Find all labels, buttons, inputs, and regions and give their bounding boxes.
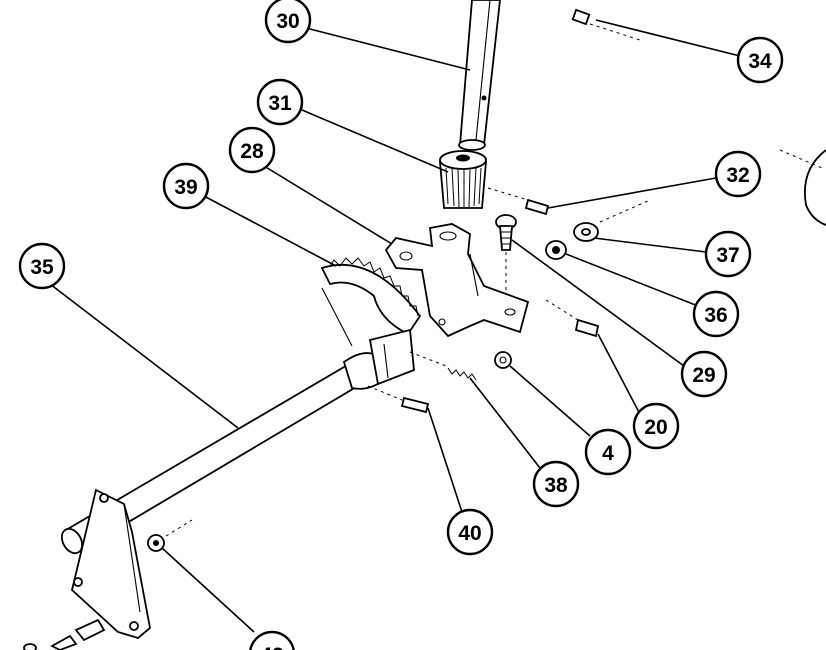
part-20-fitting: [545, 299, 600, 338]
mounting-plate: [71, 488, 151, 640]
svg-text:42: 42: [260, 644, 283, 650]
part-31-pinion-gear: [439, 150, 487, 209]
bottom-bolts: [23, 618, 106, 650]
svg-text:28: 28: [240, 140, 264, 163]
partial-part-edge: [804, 149, 826, 226]
svg-text:39: 39: [174, 176, 197, 199]
svg-text:20: 20: [644, 416, 667, 439]
callout-36: 36: [692, 290, 740, 338]
callout-29: 29: [680, 350, 728, 398]
svg-text:36: 36: [704, 304, 727, 327]
callout-35: 35: [18, 242, 66, 290]
part-39-sector-gear: [320, 257, 422, 347]
callout-30: 30: [264, 0, 312, 44]
callout-39: 39: [162, 162, 210, 210]
part-34-screw: [571, 8, 641, 41]
callout-34: 34: [736, 36, 784, 84]
part-32-pin: [487, 187, 550, 216]
callout-31: 31: [256, 78, 304, 126]
leader-lines: [49, 19, 741, 633]
svg-text:40: 40: [458, 522, 481, 545]
callout-42: 42: [249, 630, 295, 650]
svg-text:32: 32: [726, 164, 749, 187]
part-42-nut: [147, 519, 193, 552]
svg-text:34: 34: [748, 50, 772, 73]
callout-38: 38: [532, 460, 580, 508]
part-28-bracket: [384, 223, 530, 338]
callout-40: 40: [446, 508, 494, 556]
part-30-steering-shaft: [458, 0, 501, 151]
callout-32: 32: [714, 150, 762, 198]
svg-text:37: 37: [716, 244, 739, 267]
part-36-washer: [545, 240, 567, 260]
part-35-main-shaft: [60, 328, 415, 555]
part-29-bolt: [495, 214, 517, 300]
svg-text:38: 38: [544, 474, 568, 497]
part-4-nut: [494, 351, 512, 369]
svg-text:31: 31: [268, 92, 292, 115]
callout-4: 4: [584, 428, 632, 476]
callout-37: 37: [704, 230, 752, 278]
part-38-spring: [409, 351, 477, 381]
callout-28: 28: [228, 126, 276, 174]
part-40-pin: [367, 385, 430, 414]
parts: [23, 0, 826, 650]
svg-text:29: 29: [692, 364, 715, 387]
svg-text:30: 30: [276, 10, 299, 33]
callouts: 30 34 31 28 39 32 35 37: [18, 0, 784, 650]
svg-text:4: 4: [602, 442, 614, 465]
svg-text:35: 35: [30, 256, 54, 279]
callout-20: 20: [632, 402, 680, 450]
part-37-washer: [573, 199, 651, 242]
